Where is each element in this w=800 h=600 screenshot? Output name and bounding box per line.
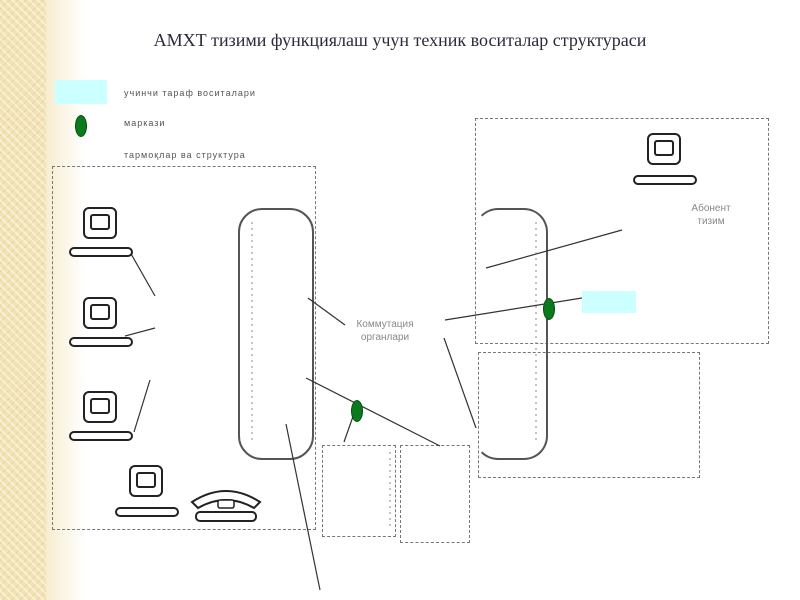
legend-label-1: учинчи тараф воситалари xyxy=(124,88,256,98)
local-channel-hub xyxy=(238,208,314,460)
remote-channel-hub xyxy=(474,208,548,460)
junction-node xyxy=(351,400,363,422)
remote-segment-box xyxy=(478,352,700,478)
terminal-box-1 xyxy=(322,445,396,537)
terminal-box-2 xyxy=(400,445,470,543)
switching-label: Коммутация органлари xyxy=(356,319,414,343)
local-network-box xyxy=(52,166,316,530)
computer-icon xyxy=(115,465,179,517)
computer-icon xyxy=(69,297,133,347)
legend-swatch xyxy=(55,80,107,104)
gateway-device xyxy=(582,291,636,313)
remote-system-label: Абонент тизим xyxy=(691,203,731,227)
legend-label-2: маркази xyxy=(124,118,166,128)
legend-label-3: тармоқлар ва структура xyxy=(124,150,246,160)
computer-icon xyxy=(633,133,697,185)
computer-icon xyxy=(69,207,133,257)
page-title: АМХТ тизими функциялаш учун техник восит… xyxy=(153,30,647,50)
computer-icon xyxy=(69,391,133,441)
junction-node xyxy=(543,298,555,320)
telephone-icon xyxy=(190,490,262,522)
legend-node-icon xyxy=(75,115,87,137)
decorative-side-strip xyxy=(0,0,46,600)
